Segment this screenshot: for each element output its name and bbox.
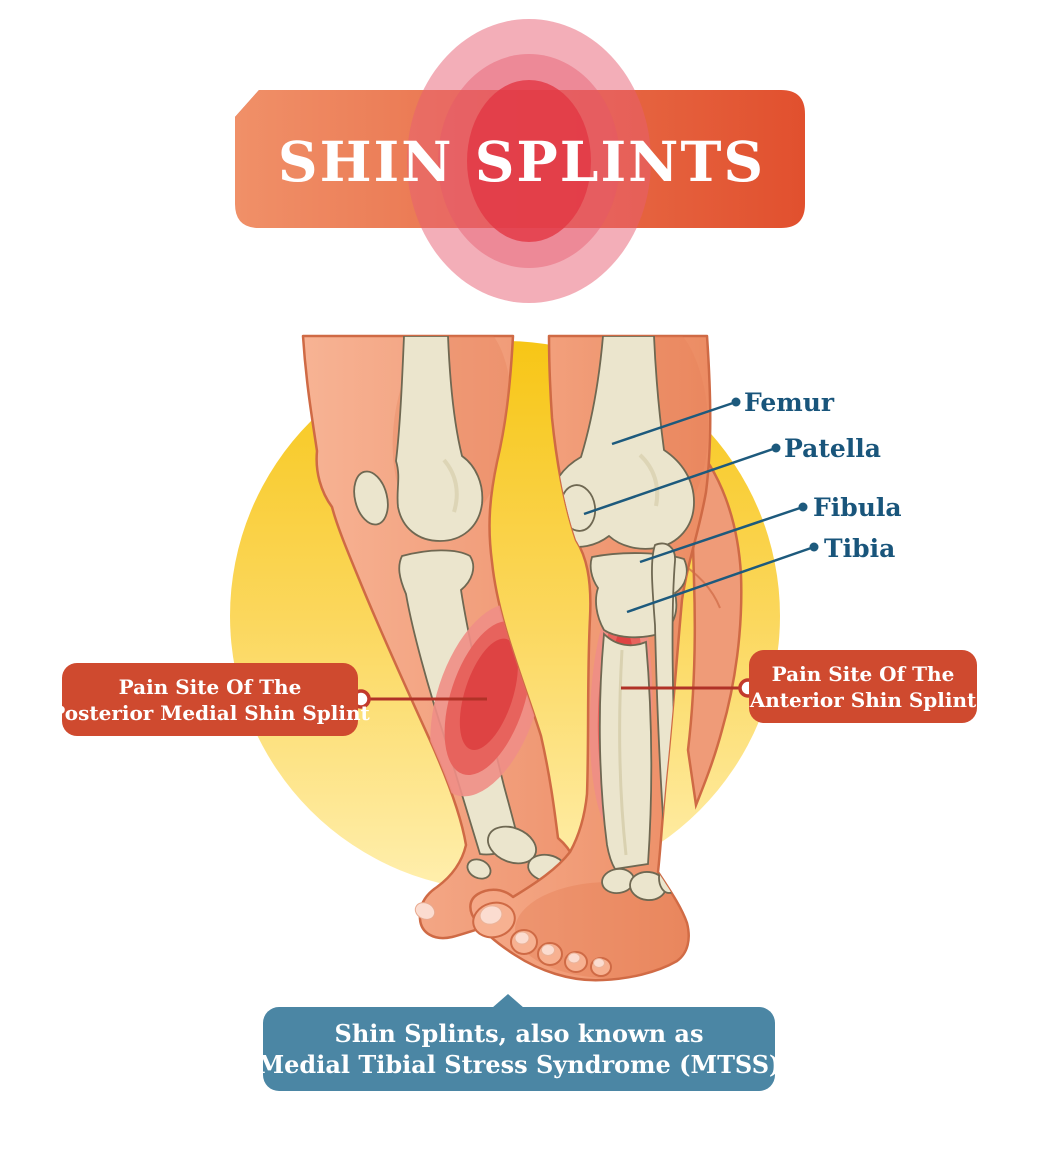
page-title: SHIN SPLINTS [277,128,766,194]
footer-pointer-icon [492,994,524,1008]
front-tibia-crest-line [618,649,628,856]
front-leg [469,334,743,982]
bone-label-femur: Femur [744,388,835,417]
title-banner [235,19,805,303]
callout-posterior-medial-shin-splint: Pain Site Of The Posterior Medial Shin S… [50,663,370,736]
back-femur-bone [395,336,484,542]
pulse-rings-icon [407,19,651,303]
back-midfoot-bone [466,858,492,880]
callout-anterior-line1: Pain Site Of The [771,661,955,686]
posterior-pain-inner [459,638,518,750]
tibia-leader-line [626,545,815,614]
footer-definition-banner: Shin Splints, also known as Medial Tibia… [258,994,780,1091]
callout-anterior-shin-splint: Pain Site Of The Anterior Shin Splint [749,650,977,723]
front-femur-shading [638,453,660,507]
fibula-leader-dot-icon [798,502,808,512]
tibia-leader-dot-icon [809,542,819,552]
back-femur-shading [442,458,459,513]
front-foot-toes [472,901,612,977]
bone-label-patella: Patella [784,434,881,463]
patella-leader-dot-icon [771,443,781,453]
toenail [541,944,555,956]
bone-label-tibia: Tibia [824,534,896,563]
back-patella-bone [353,470,389,526]
connector-lines [361,686,748,701]
back-toenail [414,902,436,920]
patella-leader-line [583,446,777,516]
toenail [593,958,605,968]
back-talus-bone [487,825,537,865]
pulse-core [467,80,591,242]
leader-lines [583,400,815,614]
callout-posterior-line1: Pain Site Of The [118,674,302,699]
toenail [567,952,581,964]
callout-posterior-line2: Posterior Medial Shin Splint [50,700,370,725]
bone-label-fibula: Fibula [813,493,902,522]
callout-anterior-line2: Anterior Shin Splint [749,687,977,712]
big-toenail [479,905,503,925]
footer-line2: Medial Tibial Stress Syndrome (MTSS) [257,1050,781,1079]
fibula-leader-line [639,505,804,564]
footer-line1: Shin Splints, also known as [334,1019,704,1048]
front-leg-detail [515,336,709,978]
femur-leader-dot-icon [731,397,741,407]
leader-dots [731,397,819,552]
front-tibia-bone [598,632,653,870]
toenail [514,931,530,945]
femur-leader-line [611,400,737,446]
